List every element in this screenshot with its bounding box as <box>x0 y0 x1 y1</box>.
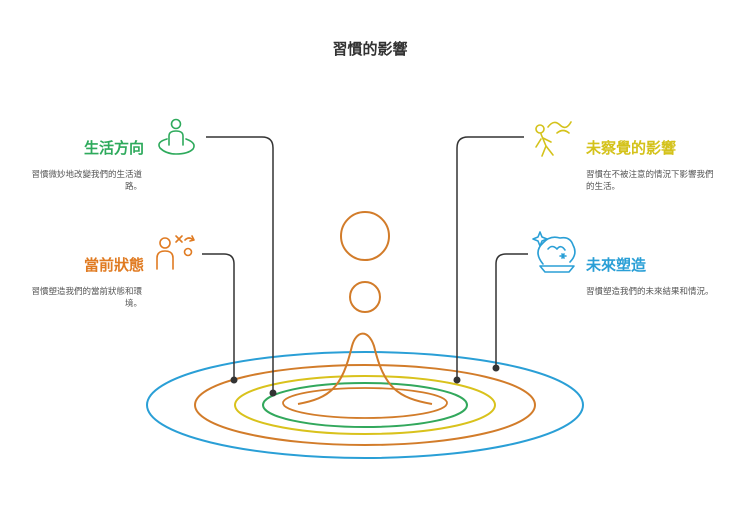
person-walking-icon <box>535 121 572 157</box>
connector-future-shaping <box>495 253 528 368</box>
ripple-green <box>262 382 468 428</box>
ripple-outer <box>146 351 584 459</box>
drop-large <box>340 211 390 261</box>
heading-unnoticed-influence: 未察覺的影響 <box>586 139 677 157</box>
ripple-orange-large <box>194 364 536 446</box>
connector-dot-future-shaping <box>492 364 500 372</box>
ripple-yellow <box>234 375 496 435</box>
heading-future-shaping: 未來塑造 <box>586 256 647 274</box>
desc-unnoticed-influence: 習慣在不被注意的情況下影響我們的生活。 <box>586 170 714 192</box>
crystal-ball-icon <box>532 231 576 273</box>
connector-dot-unnoticed-influence <box>453 376 461 384</box>
person-tactics-icon <box>156 235 195 270</box>
desc-life-direction: 習慣微妙地改變我們的生活道路。 <box>31 170 142 192</box>
connector-unnoticed-influence <box>456 136 524 380</box>
person-circle-icon <box>158 118 195 155</box>
desc-current-state: 習慣塑造我們的當前狀態和環境。 <box>31 287 142 309</box>
heading-current-state: 當前狀態 <box>83 256 144 274</box>
splash-peak <box>297 332 433 405</box>
desc-future-shaping: 習慣塑造我們的未來結果和情況。 <box>586 287 714 297</box>
page-title: 習慣的影響 <box>332 40 408 58</box>
heading-life-direction: 生活方向 <box>83 139 144 157</box>
connector-dot-current-state <box>230 376 238 384</box>
ripple-orange-small <box>282 387 448 419</box>
drop-small <box>349 281 381 313</box>
connector-life-direction <box>206 136 274 393</box>
connector-dot-life-direction <box>269 389 277 397</box>
connector-current-state <box>202 253 235 380</box>
